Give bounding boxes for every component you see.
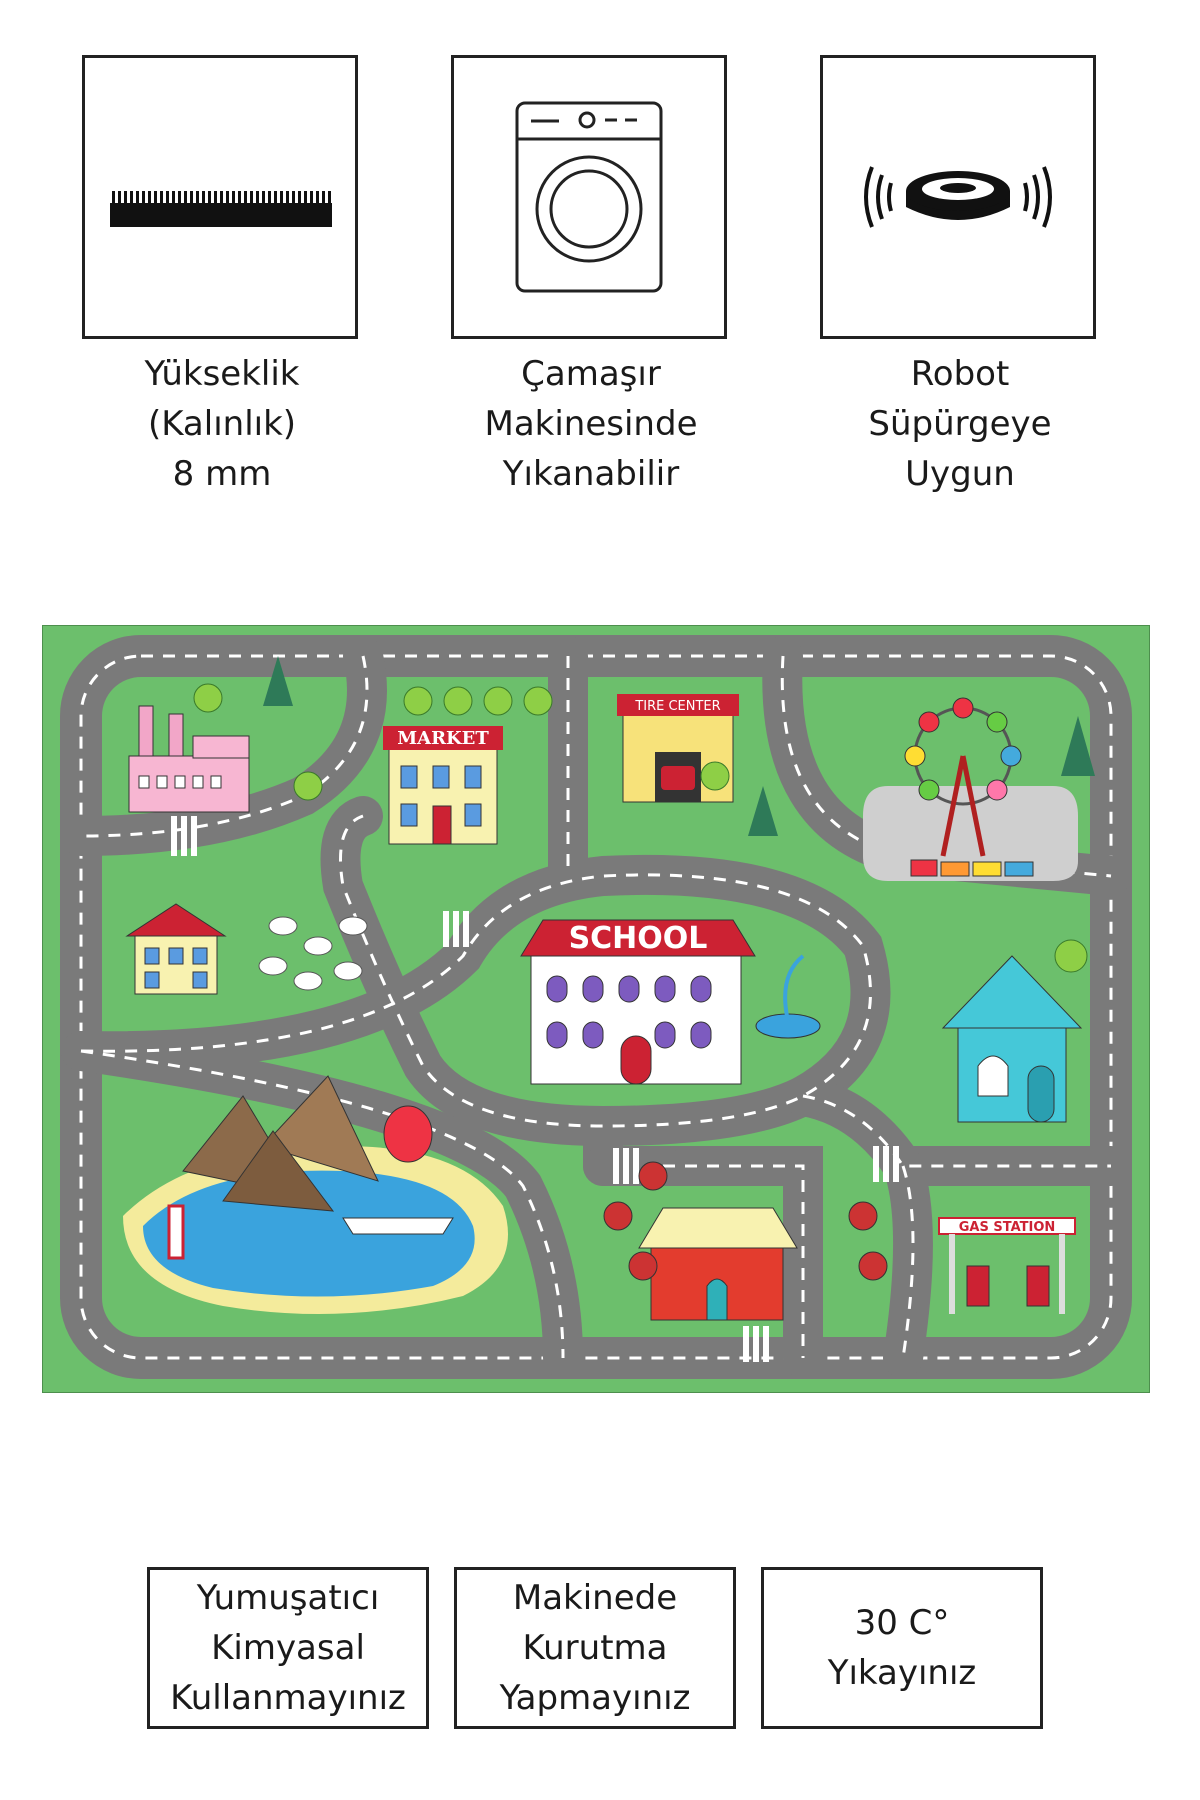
feature-machine-washable: Çamaşır Makinesinde Yıkanabilir <box>451 55 731 499</box>
rug-illustration: MARKET TIRE CENTER <box>43 626 1149 1392</box>
robot-icon-box <box>820 55 1096 339</box>
school-building: SCHOOL <box>520 919 756 1085</box>
feature-robot-vacuum: Robot Süpürgeye Uygun <box>820 55 1100 499</box>
amusement-park <box>863 697 1078 881</box>
carpet-pile-icon <box>110 191 332 227</box>
market-building: MARKET <box>383 726 503 845</box>
thickness-label: Yükseklik (Kalınlık) 8 mm <box>144 354 300 494</box>
school-sign: SCHOOL <box>569 921 708 956</box>
tire-center-sign: TIRE CENTER <box>634 699 720 714</box>
care-wash-30c: 30 C° Yıkayınız <box>761 1567 1043 1729</box>
gas-station: GAS STATION <box>938 1217 1076 1314</box>
gas-station-sign: GAS STATION <box>959 1220 1056 1235</box>
washing-machine-icon <box>515 101 663 293</box>
crosswalks <box>171 816 899 1362</box>
trees <box>193 656 1095 1281</box>
play-rug-city-map: MARKET TIRE CENTER <box>42 625 1150 1393</box>
sheep-flock <box>258 916 368 991</box>
washing-icon-box <box>451 55 727 339</box>
robot-label: Robot Süpürgeye Uygun <box>868 354 1052 494</box>
care-no-softener: Yumuşatıcı Kimyasal Kullanmayınız <box>147 1567 429 1729</box>
thickness-icon-box <box>82 55 358 339</box>
factory <box>128 705 250 813</box>
market-sign: MARKET <box>397 728 489 749</box>
care-no-tumble-dry: Makinede Kurutma Yapmayınız <box>454 1567 736 1729</box>
yellow-house <box>125 903 227 995</box>
red-farmhouse <box>638 1207 798 1321</box>
fountain <box>755 954 821 1039</box>
blue-house <box>941 955 1083 1123</box>
washable-label: Çamaşır Makinesinde Yıkanabilir <box>484 354 698 494</box>
lake-area <box>123 1075 508 1314</box>
robot-vacuum-icon <box>864 166 1052 228</box>
feature-thickness: Yükseklik (Kalınlık) 8 mm <box>82 55 362 499</box>
